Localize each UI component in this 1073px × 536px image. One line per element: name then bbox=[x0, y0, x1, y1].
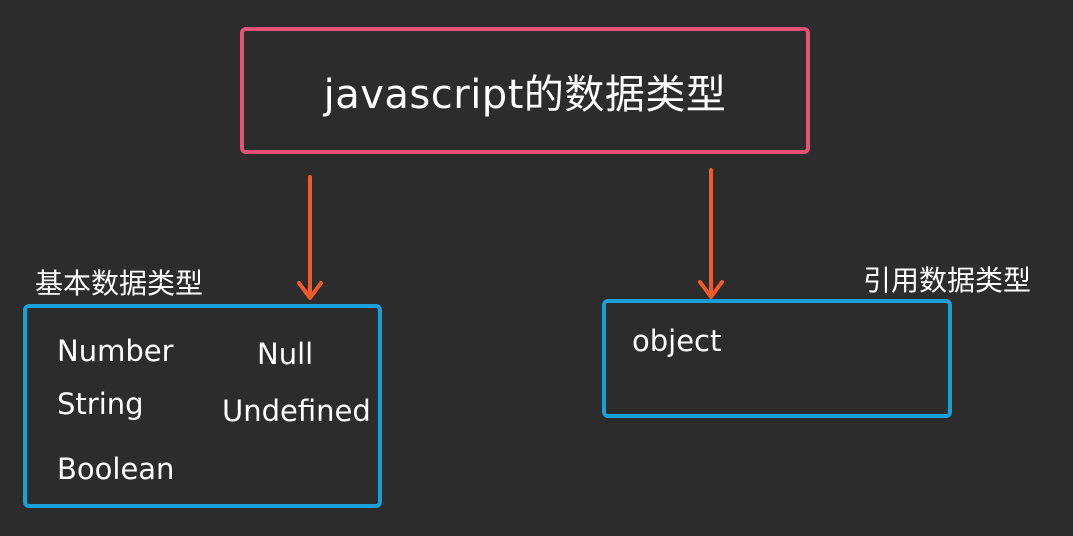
basic-type-item: String bbox=[57, 387, 144, 421]
arrow-to-reference bbox=[698, 168, 724, 299]
basic-type-item: Null bbox=[257, 337, 314, 371]
reference-type-item: object bbox=[632, 324, 722, 358]
basic-types-label: 基本数据类型 bbox=[35, 267, 204, 300]
diagram-title: javascript的数据类型 bbox=[323, 71, 727, 118]
arrow-to-basic bbox=[297, 175, 323, 300]
root-node: javascript的数据类型 bbox=[240, 27, 810, 154]
reference-types-label: 引用数据类型 bbox=[863, 264, 1032, 297]
basic-type-item: Undefined bbox=[222, 394, 371, 428]
reference-types-node: object bbox=[602, 299, 952, 418]
basic-type-item: Boolean bbox=[57, 452, 175, 486]
basic-type-item: Number bbox=[57, 334, 174, 368]
basic-types-node: Number String Boolean Null Undefined bbox=[23, 304, 382, 508]
